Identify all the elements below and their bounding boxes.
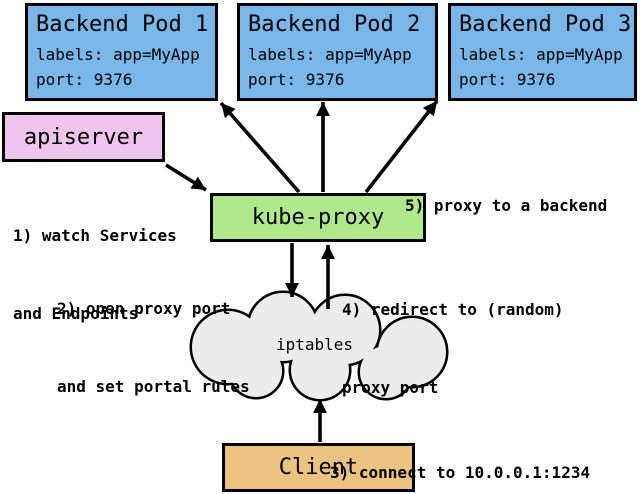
note-step2-line2: and set portal rules bbox=[57, 377, 250, 396]
pod-1-labels: labels: app=MyApp bbox=[36, 45, 200, 64]
apiserver-box: apiserver bbox=[2, 112, 165, 162]
backend-pod-2-box: Backend Pod 2 labels: app=MyApp port: 93… bbox=[237, 3, 438, 101]
client-box: Client bbox=[222, 443, 415, 492]
pod-3-labels: labels: app=MyApp bbox=[459, 45, 623, 64]
note-step4-line1: 4) redirect to (random) bbox=[342, 300, 564, 319]
kube-proxy-box: kube-proxy bbox=[210, 193, 426, 242]
note-step1-line2: and Endpoints bbox=[13, 304, 139, 323]
pod-3-port: port: 9376 bbox=[459, 70, 556, 89]
note-step3-line1: 3) connect to 10.0.0.1:1234 bbox=[330, 463, 591, 482]
note-step2-line1: 2) open proxy port bbox=[57, 299, 231, 318]
note-step5-line1: 5) proxy to a backend bbox=[405, 196, 608, 215]
iptables-cloud bbox=[189, 290, 449, 402]
note-step4: 4) redirect to (random) proxy port bbox=[342, 245, 564, 453]
note-step5: 5) proxy to a backend bbox=[405, 141, 607, 271]
pod-1-port: port: 9376 bbox=[36, 70, 133, 89]
pod-1-title: Backend Pod 1 bbox=[36, 12, 209, 37]
backend-pod-1-box: Backend Pod 1 labels: app=MyApp port: 93… bbox=[25, 3, 218, 101]
note-step3: 3) connect to 10.0.0.1:1234 bbox=[330, 408, 590, 494]
kube-proxy-label: kube-proxy bbox=[251, 205, 385, 230]
pod-3-title: Backend Pod 3 bbox=[459, 12, 632, 37]
pod-2-labels: labels: app=MyApp bbox=[248, 45, 412, 64]
iptables-label: iptables bbox=[276, 335, 354, 354]
apiserver-label: apiserver bbox=[23, 124, 144, 150]
client-label: Client bbox=[278, 455, 359, 480]
pod-2-port: port: 9376 bbox=[248, 70, 345, 89]
note-step1: 1) watch Services and Endpoints bbox=[13, 171, 177, 379]
note-step4-line2: proxy port bbox=[342, 378, 439, 397]
backend-pod-3-box: Backend Pod 3 labels: app=MyApp port: 93… bbox=[448, 3, 637, 101]
note-step2: 2) open proxy port and set portal rules bbox=[57, 244, 250, 452]
pod-2-title: Backend Pod 2 bbox=[248, 12, 421, 37]
note-step1-line1: 1) watch Services bbox=[13, 226, 177, 245]
